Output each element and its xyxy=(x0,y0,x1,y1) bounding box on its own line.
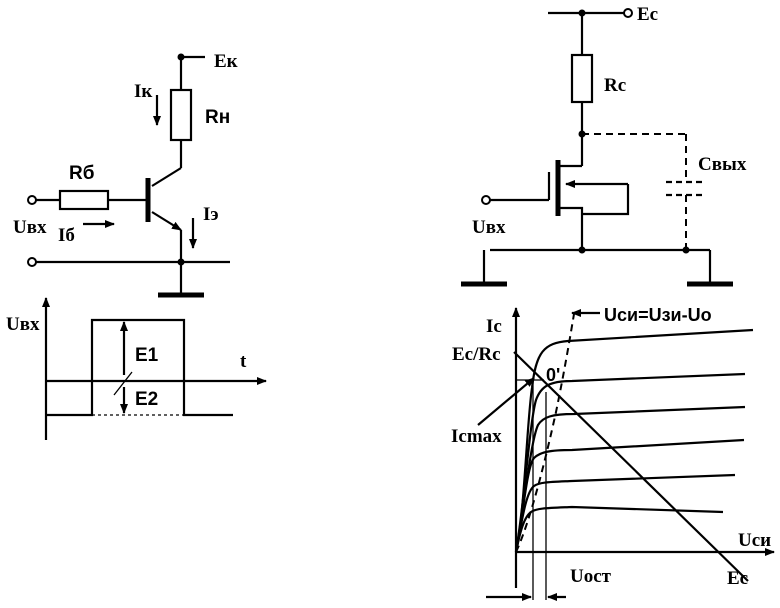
icmax-pointer xyxy=(477,377,535,426)
e-divider-tick xyxy=(113,371,133,396)
load-line xyxy=(513,351,749,582)
fet-input-label: Uвх xyxy=(472,217,506,238)
uds-axis-label: Uси xyxy=(738,530,771,551)
base-resistor xyxy=(58,189,110,211)
base-resistor-label: Rб xyxy=(69,163,94,184)
output-characteristics: Ic Uси=Uзи-Uo Ec/Rc 0' Icmax Uси Uост Ec xyxy=(451,305,775,601)
e1-label: E1 xyxy=(135,345,159,366)
bjt-circuit: Eк Iк Rн Rб Iэ Uвх Iб xyxy=(13,51,238,298)
curve-5 xyxy=(514,473,736,553)
fet-supply-label: Ec xyxy=(637,4,658,25)
drain-resistor-label: Rc xyxy=(604,75,626,96)
emitter-current-label: Iэ xyxy=(203,204,219,225)
collector-lead xyxy=(151,167,182,187)
waveform-x-label: t xyxy=(240,351,247,372)
input-waveform: Uвх t E1 E2 xyxy=(6,297,267,440)
substrate-link xyxy=(582,184,630,216)
ic-axis-label: Ic xyxy=(486,316,502,337)
ground-node xyxy=(177,258,185,266)
ec-axis-label: Ec xyxy=(727,568,748,589)
operating-point-label: 0' xyxy=(546,365,560,385)
ec-rc-label: Ec/Rc xyxy=(452,344,501,365)
load-resistor-label: Rн xyxy=(205,107,230,128)
supply-node xyxy=(177,53,185,61)
fet-input-terminal xyxy=(481,195,491,205)
base-current-label: Iб xyxy=(58,225,75,246)
load-resistor xyxy=(169,88,193,142)
fet-circuit: Ec Rc Cвых Uвх xyxy=(461,4,747,287)
output-capacitance-label: Cвых xyxy=(698,154,747,175)
e2-label: E2 xyxy=(135,389,158,410)
cout-ground-node xyxy=(682,246,690,254)
input-label: Uвх xyxy=(13,217,47,238)
drain-resistor xyxy=(570,53,594,104)
source-contact xyxy=(560,206,584,250)
saturation-boundary xyxy=(515,307,576,553)
curve-6 xyxy=(514,505,724,553)
curve-2 xyxy=(514,372,746,553)
input-pulse xyxy=(46,318,233,417)
source-node xyxy=(578,246,586,254)
fet-supply-terminal xyxy=(623,8,633,18)
boundary-label: Uси=Uзи-Uo xyxy=(604,305,712,325)
supply-label: Eк xyxy=(214,51,238,72)
emitter-lead xyxy=(151,211,182,231)
input-terminal-bottom xyxy=(27,257,37,267)
curve-4 xyxy=(514,438,745,553)
uost-label: Uост xyxy=(570,566,612,587)
collector-current-label: Iк xyxy=(134,81,152,102)
input-terminal-top xyxy=(27,195,37,205)
waveform-y-label: Uвх xyxy=(6,314,40,335)
icmax-label: Icmax xyxy=(451,426,502,447)
